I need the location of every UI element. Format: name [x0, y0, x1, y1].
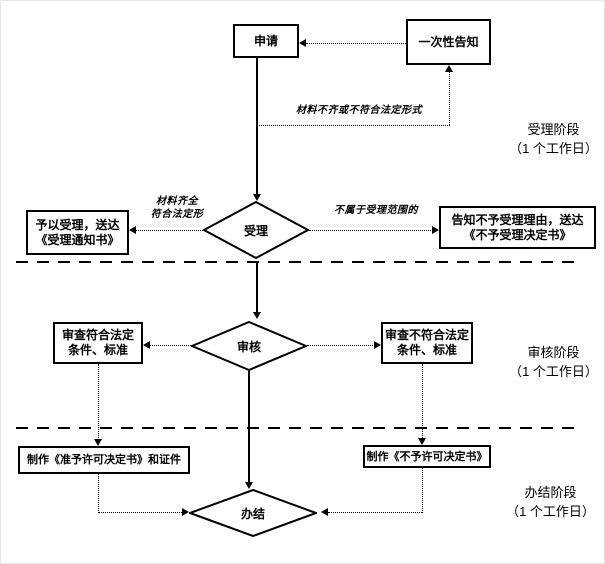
- arrowhead-into-pass-box: [143, 341, 150, 349]
- stage-complete-name: 办结阶段: [524, 485, 577, 500]
- stage-accept-duration: （1 个工作日）: [509, 141, 598, 156]
- arrowhead-into-denial-box: [418, 438, 426, 445]
- node-one-time-notify: 一次性告知: [406, 19, 491, 65]
- edge-review-to-fail: [307, 345, 375, 346]
- stage-review-name: 审核阶段: [527, 345, 580, 360]
- decision-complete: 办结: [189, 489, 317, 537]
- edge-label-complete-line1: 材料齐全: [156, 196, 198, 207]
- node-review-pass-label: 审查符合法定条件、标准: [61, 328, 134, 357]
- node-accept-notice: 予以受理，送达《受理通知书》: [26, 210, 129, 255]
- edge-accept-to-review: [256, 262, 258, 313]
- node-one-time-notify-label: 一次性告知: [418, 34, 479, 49]
- node-review-fail-label: 审查不符合法定条件、标准: [385, 328, 470, 357]
- edge-notify-to-apply: [306, 43, 406, 44]
- edge-review-to-complete: [248, 371, 250, 482]
- node-make-permit-label: 制作《准予许可决定书》和证件: [27, 454, 181, 466]
- edge-pass-to-permit: [98, 364, 99, 440]
- node-review-pass: 审查符合法定条件、标准: [53, 322, 143, 364]
- node-reject-notice-label: 告知不予受理理由，送达《不予受理决定书》: [451, 212, 584, 242]
- stage-label-accept: 受理阶段 （1 个工作日）: [501, 120, 604, 158]
- node-review-fail: 审查不符合法定条件、标准: [381, 322, 473, 364]
- edge-incomplete-horizontal: [257, 125, 450, 126]
- edge-accept-to-reject-notice: [309, 230, 433, 231]
- arrowhead-into-reject-notice: [432, 226, 439, 234]
- decision-accept-label: 受理: [243, 223, 268, 238]
- arrowhead-into-complete-left: [182, 508, 189, 516]
- edge-incomplete-vertical: [449, 67, 450, 125]
- node-make-denial: 制作《不予许可决定书》: [363, 445, 491, 468]
- node-reject-notice: 告知不予受理理由，送达《不予受理决定书》: [439, 206, 596, 249]
- arrowhead-into-accept-top: [253, 194, 261, 201]
- stage-complete-duration: （1 个工作日）: [506, 504, 595, 519]
- node-accept-notice-label: 予以受理，送达《受理通知书》: [35, 217, 120, 247]
- arrowhead-into-complete-right: [321, 508, 328, 516]
- arrowhead-into-permit-box: [94, 439, 102, 446]
- decision-review: 审核: [191, 321, 307, 371]
- decision-complete-label: 办结: [240, 506, 265, 521]
- diamond-shape: [203, 201, 309, 259]
- node-make-denial-label: 制作《不予许可决定书》: [366, 450, 488, 463]
- edge-label-incomplete: 材料不齐或不符合法定形式: [296, 105, 422, 116]
- node-apply: 申请: [233, 24, 299, 58]
- edge-permit-down: [98, 474, 99, 513]
- edge-apply-to-accept: [256, 58, 258, 195]
- edge-fail-to-denial: [422, 364, 423, 438]
- diamond-shape: [189, 489, 317, 537]
- node-apply-label: 申请: [253, 33, 278, 48]
- edge-denial-to-complete: [328, 512, 422, 513]
- arrowhead-into-apply: [299, 39, 306, 47]
- edge-permit-to-complete: [98, 512, 182, 513]
- arrowhead-into-accept-notice: [129, 226, 136, 234]
- arrowhead-into-notify-bottom: [445, 65, 453, 72]
- edge-accept-to-accept-notice: [135, 230, 203, 231]
- edge-review-to-pass: [149, 345, 191, 346]
- arrowhead-into-complete-top: [245, 482, 253, 489]
- stage-label-complete: 办结阶段 （1 个工作日）: [498, 483, 603, 521]
- arrowhead-into-fail-box: [374, 341, 381, 349]
- edge-label-out-of-scope: 不属于受理范围的: [334, 205, 418, 216]
- arrowhead-into-review-top: [253, 312, 261, 319]
- edge-label-complete: 材料齐全 符合法定形: [137, 195, 217, 221]
- edge-label-complete-line2: 符合法定形: [150, 209, 204, 220]
- stage-review-duration: （1 个工作日）: [509, 364, 598, 379]
- stage-divider-1: [16, 261, 576, 263]
- diamond-shape: [191, 321, 307, 371]
- decision-review-label: 审核: [236, 339, 261, 354]
- stage-label-review: 审核阶段 （1 个工作日）: [501, 343, 604, 381]
- stage-accept-name: 受理阶段: [527, 122, 580, 137]
- decision-accept: 受理: [203, 201, 309, 259]
- edge-denial-down: [422, 468, 423, 513]
- stage-divider-2: [16, 427, 576, 429]
- node-make-permit: 制作《准予许可决定书》和证件: [18, 446, 190, 474]
